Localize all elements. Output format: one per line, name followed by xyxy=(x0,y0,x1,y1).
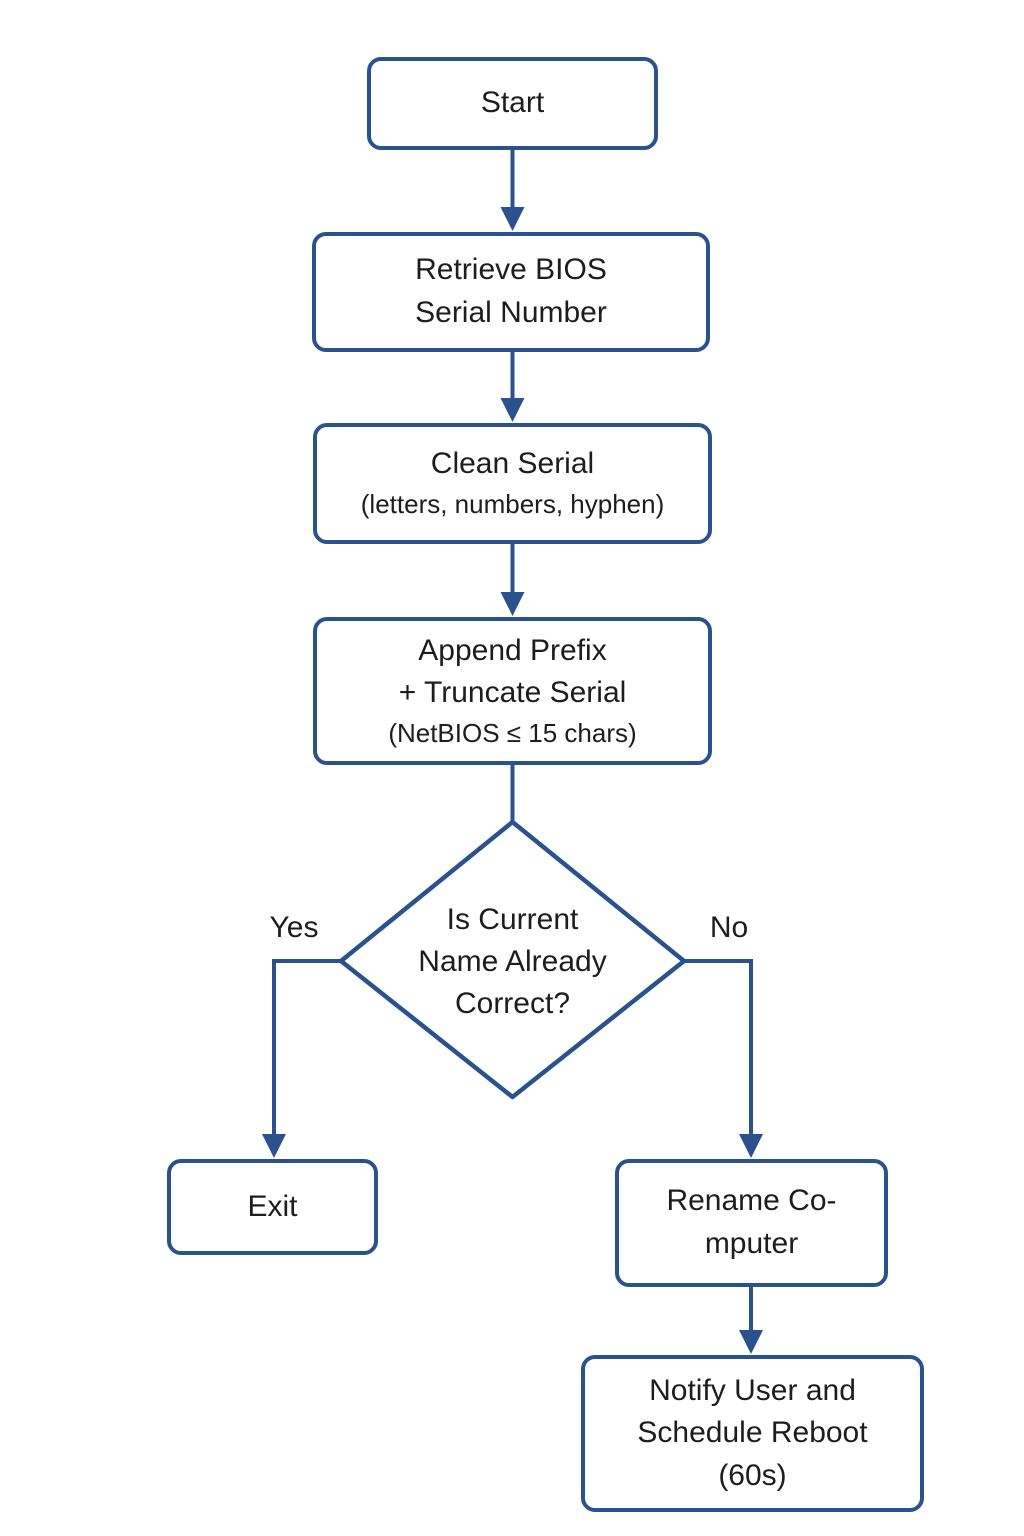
node-retrieve-bios-serial: Retrieve BIOS Serial Number xyxy=(312,232,710,352)
node-notify-line2: Schedule Reboot xyxy=(637,1416,868,1450)
node-clean-line1: Clean Serial xyxy=(430,447,595,481)
node-rename-line2: mputer xyxy=(704,1227,799,1260)
node-clean-serial: Clean Serial (letters, numbers, hyphen) xyxy=(313,423,712,544)
node-append-line2: + Truncate Serial xyxy=(398,676,627,710)
node-notify-schedule-reboot: Notify User and Schedule Reboot (60s) xyxy=(581,1355,924,1512)
arrowhead-clean-to-append xyxy=(500,592,525,616)
arrowhead-yes-to-exit xyxy=(262,1134,286,1158)
node-append-prefix-truncate: Append Prefix + Truncate Serial (NetBIOS… xyxy=(313,617,712,765)
node-exit-label: Exit xyxy=(247,1189,298,1223)
decision-line3: Correct? xyxy=(454,987,571,1020)
node-start-label: Start xyxy=(480,86,545,120)
node-retrieve-line2: Serial Number xyxy=(415,296,607,329)
node-notify-line3: (60s) xyxy=(718,1458,787,1492)
arrowhead-no-to-rename xyxy=(739,1134,763,1158)
decision-line2: Name Already xyxy=(418,945,607,978)
node-clean-subtext: (letters, numbers, hyphen) xyxy=(360,488,665,519)
edge-label-no: No xyxy=(709,911,749,944)
node-exit: Exit xyxy=(167,1159,378,1255)
decision-question: Is Current Name Already Correct? xyxy=(362,899,663,1025)
node-rename-line1: Rename Co- xyxy=(666,1184,837,1218)
edge-no xyxy=(684,959,753,1135)
arrowhead-rename-to-notify xyxy=(739,1330,763,1354)
node-retrieve-line1: Retrieve BIOS xyxy=(415,253,607,287)
node-start: Start xyxy=(367,57,658,150)
edge-label-yes: Yes xyxy=(269,911,319,944)
arrowhead-retrieve-to-clean xyxy=(500,398,525,422)
node-rename-computer: Rename Co- mputer xyxy=(615,1159,888,1287)
node-append-subtext: (NetBIOS ≤ 15 chars) xyxy=(388,717,637,748)
edge-yes xyxy=(272,959,341,1135)
node-append-line1: Append Prefix xyxy=(418,633,607,667)
decision-diamond xyxy=(338,819,687,1100)
arrowhead-start-to-retrieve xyxy=(500,207,525,231)
decision-line1: Is Current xyxy=(446,903,579,936)
node-notify-line1: Notify User and xyxy=(649,1373,856,1407)
